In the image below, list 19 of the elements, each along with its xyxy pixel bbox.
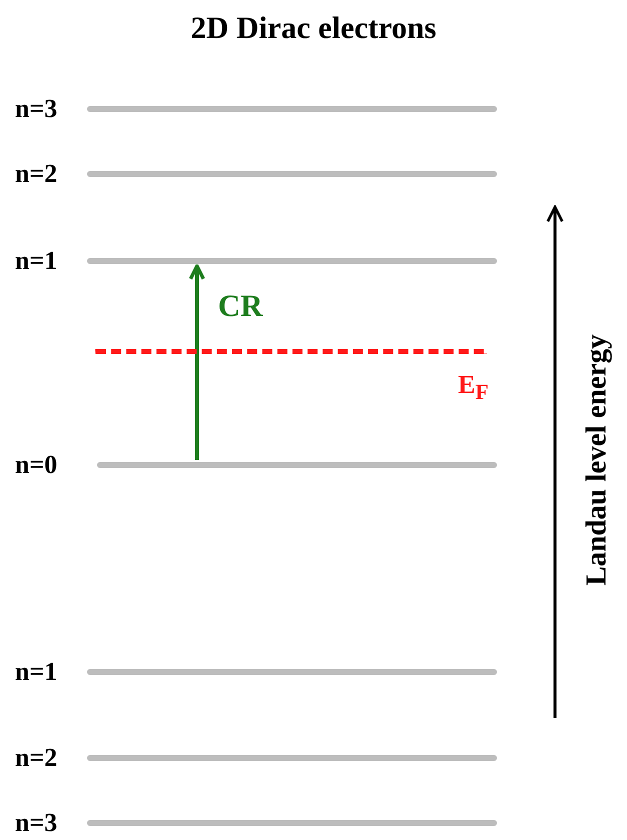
energy-level-line — [87, 755, 497, 761]
axis-label: Landau level energy — [582, 334, 612, 586]
level-label: E$_{F}$ — [458, 372, 489, 404]
level-label: n=2 — [15, 745, 58, 771]
energy-level-line — [87, 669, 497, 675]
title: 2D Dirac electrons — [190, 10, 438, 46]
level-label: n=1 — [15, 659, 58, 685]
energy-level-line — [87, 258, 497, 264]
energy-level-line — [87, 106, 497, 112]
level-label: n=3 — [15, 810, 58, 836]
arrow — [188, 264, 206, 460]
level-label: n=1 — [15, 248, 58, 274]
energy-level-line — [87, 820, 497, 826]
energy-level-line — [87, 171, 497, 177]
edge-label: CR — [218, 290, 263, 321]
level-label: n=0 — [15, 452, 58, 478]
level-label: n=2 — [15, 161, 58, 187]
level-label: n=3 — [15, 96, 58, 122]
energy-level-line — [97, 462, 497, 468]
